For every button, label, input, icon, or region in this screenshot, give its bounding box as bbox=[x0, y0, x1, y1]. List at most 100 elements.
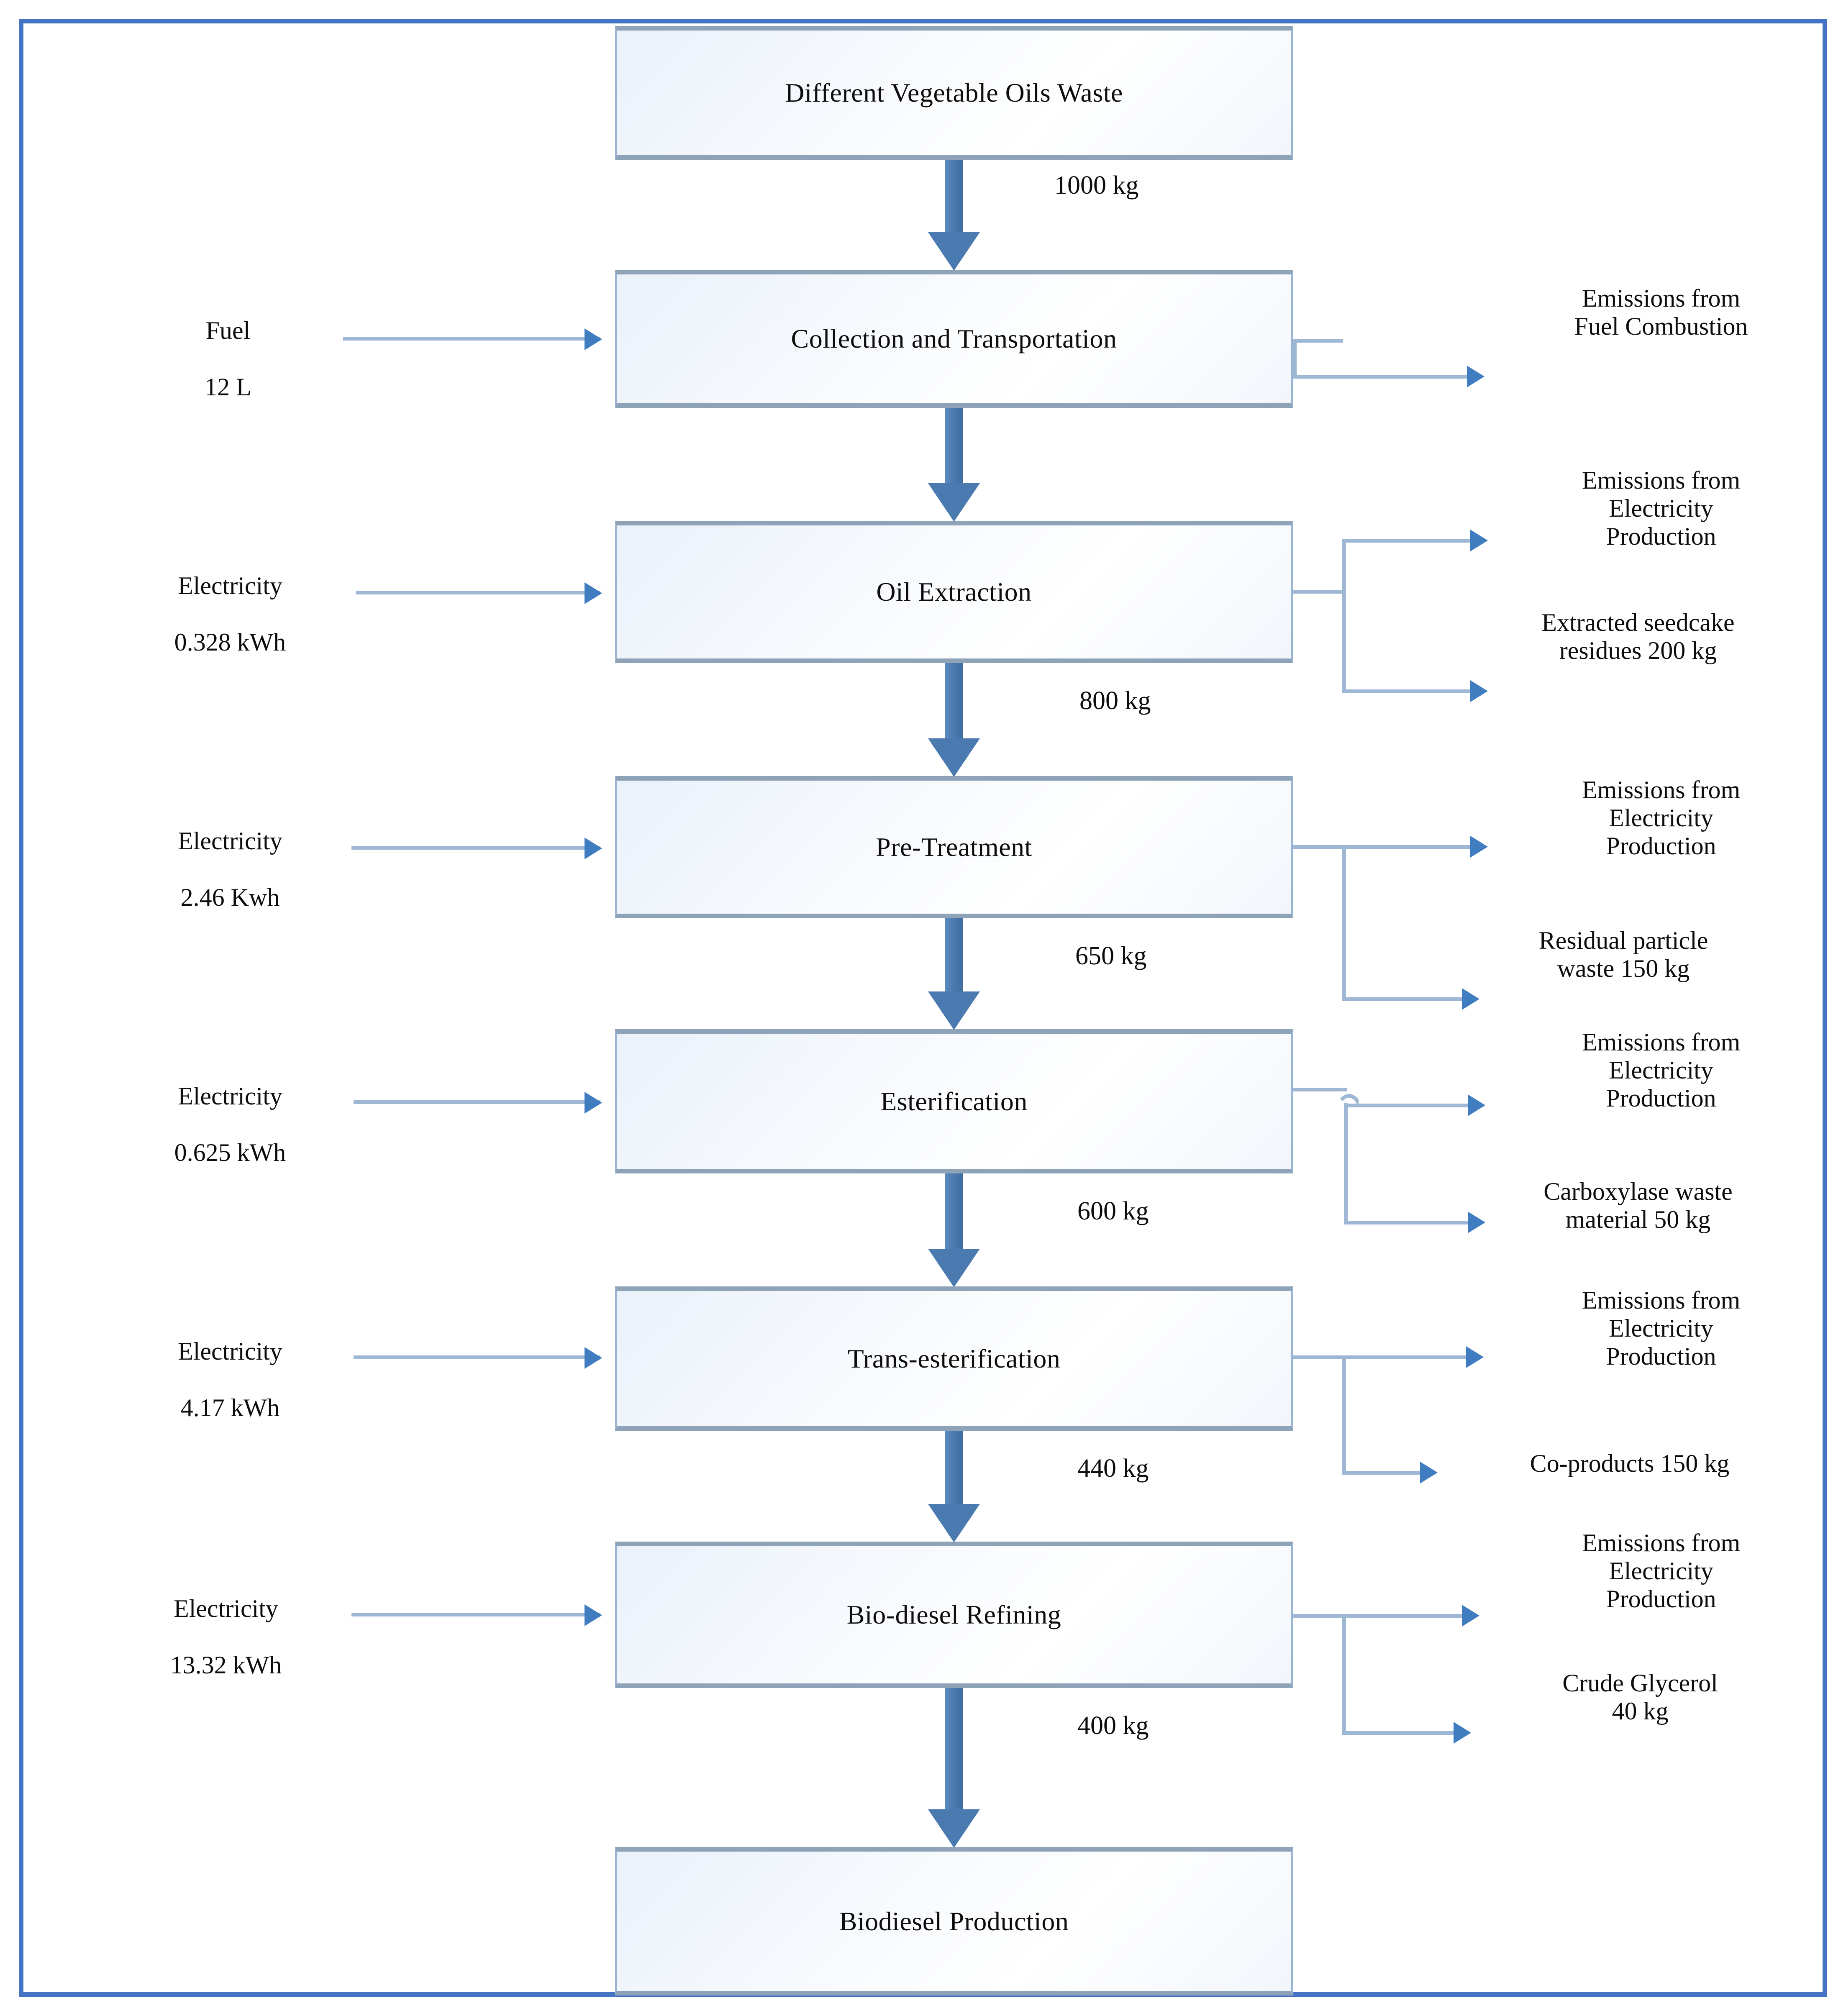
output-connector-collection-run bbox=[1293, 375, 1469, 379]
input-label-electricity-oil-extraction: Electricity 0.328 kWh bbox=[105, 544, 356, 656]
arrow-head bbox=[585, 838, 602, 859]
input-arrow-transesterification bbox=[354, 1347, 602, 1369]
output-connector-transesterification-lower bbox=[1342, 1471, 1422, 1475]
input-arrow-refining bbox=[351, 1604, 602, 1626]
input-label-fuel: Fuel 12 L bbox=[138, 289, 318, 401]
arrow-shaft bbox=[945, 1173, 963, 1250]
flow-arrow-oil-extraction-to-pre-treatment bbox=[920, 663, 987, 777]
output-connector-oil-extraction-lower bbox=[1342, 689, 1472, 693]
process-box-label: Esterification bbox=[880, 1086, 1028, 1116]
process-box-label: Trans-esterification bbox=[847, 1343, 1061, 1373]
input-arrow-oil-extraction bbox=[356, 582, 602, 604]
output-arrow-head-esterification-emission bbox=[1468, 1094, 1485, 1116]
output-connector-refining-stub bbox=[1293, 1614, 1345, 1618]
output-arrow-head-refining-byproduct bbox=[1454, 1722, 1471, 1744]
arrow-head bbox=[928, 483, 980, 522]
process-box-label: Bio-diesel Refining bbox=[846, 1600, 1061, 1629]
input-label-electricity-transesterification: Electricity 4.17 kWh bbox=[105, 1309, 356, 1422]
input-label-line2: 4.17 kWh bbox=[180, 1394, 280, 1422]
input-label-electricity-refining: Electricity 13.32 kWh bbox=[96, 1567, 356, 1679]
output-connector-esterification-lower bbox=[1344, 1221, 1469, 1224]
process-box-collection[interactable]: Collection and Transportation bbox=[615, 270, 1293, 408]
output-label-refining-emission: Emissions from Electricity Production bbox=[1582, 1529, 1741, 1613]
arrow-head bbox=[585, 1347, 602, 1369]
arrow-head bbox=[585, 1092, 602, 1114]
arrow-line bbox=[356, 591, 600, 594]
arrow-line bbox=[351, 1613, 600, 1616]
arrow-head bbox=[928, 738, 980, 777]
output-connector-oil-extraction-upper bbox=[1342, 539, 1472, 543]
input-label-line1: Electricity bbox=[178, 1082, 282, 1110]
output-label-transesterification-emission: Emissions from Electricity Production bbox=[1582, 1286, 1741, 1370]
output-arrow-head-pre-treatment-emission bbox=[1470, 836, 1488, 858]
input-arrow-collection bbox=[343, 328, 602, 350]
output-connector-transesterification-stub bbox=[1293, 1355, 1345, 1359]
output-arrow-head-collection bbox=[1467, 366, 1484, 387]
arrow-head bbox=[928, 1249, 980, 1287]
process-box-pre-treatment[interactable]: Pre-Treatment bbox=[615, 776, 1293, 918]
output-label-transesterification-byproduct: Co-products 150 kg bbox=[1530, 1450, 1730, 1477]
process-box-feedstock[interactable]: Different Vegetable Oils Waste bbox=[615, 26, 1293, 160]
output-label-esterification-emission: Emissions from Electricity Production bbox=[1582, 1028, 1741, 1112]
output-arrow-head-pre-treatment-byproduct bbox=[1462, 988, 1479, 1010]
arrow-line bbox=[343, 337, 600, 341]
output-connector-refining-spine bbox=[1342, 1614, 1346, 1734]
arrow-head bbox=[928, 1504, 980, 1542]
output-label-oil-extraction-emission: Emissions from Electricity Production bbox=[1582, 466, 1741, 551]
process-box-label: Collection and Transportation bbox=[791, 324, 1117, 354]
output-label-pre-treatment-byproduct: Residual particle waste 150 kg bbox=[1538, 927, 1708, 983]
process-box-biodiesel[interactable]: Biodiesel Production bbox=[615, 1847, 1293, 1996]
arrow-head bbox=[585, 328, 602, 350]
input-label-line1: Electricity bbox=[178, 572, 282, 600]
output-connector-pre-treatment-spine bbox=[1342, 845, 1346, 1001]
input-label-electricity-pre-treatment: Electricity 2.46 Kwh bbox=[105, 799, 356, 912]
arrow-head bbox=[585, 1604, 602, 1626]
arrow-shaft bbox=[945, 1431, 963, 1505]
arrow-head bbox=[928, 991, 980, 1030]
output-arrow-head-transesterification-byproduct bbox=[1420, 1462, 1438, 1483]
process-box-label: Oil Extraction bbox=[876, 577, 1032, 607]
process-box-transesterification[interactable]: Trans-esterification bbox=[615, 1286, 1293, 1431]
output-connector-refining-lower bbox=[1342, 1731, 1455, 1735]
connector-jump-arc bbox=[1336, 1094, 1362, 1112]
input-label-electricity-esterification: Electricity 0.625 kWh bbox=[105, 1054, 356, 1167]
process-box-label: Different Vegetable Oils Waste bbox=[785, 78, 1123, 108]
arrow-shaft bbox=[945, 160, 963, 233]
input-label-line2: 2.46 Kwh bbox=[180, 883, 280, 911]
arrow-head bbox=[928, 1809, 980, 1848]
output-label-pre-treatment-emission: Emissions from Electricity Production bbox=[1582, 776, 1741, 860]
output-label-refining-byproduct: Crude Glycerol 40 kg bbox=[1562, 1669, 1718, 1725]
process-box-oil-extraction[interactable]: Oil Extraction bbox=[615, 521, 1293, 663]
output-connector-esterification-upper bbox=[1344, 1104, 1469, 1107]
input-label-line1: Electricity bbox=[174, 1595, 278, 1623]
output-connector-transesterification-upper bbox=[1342, 1355, 1468, 1359]
output-connector-collection-drop bbox=[1293, 339, 1297, 379]
output-connector-pre-treatment-lower bbox=[1342, 997, 1464, 1001]
arrow-shaft bbox=[945, 1688, 963, 1810]
output-connector-pre-treatment-upper bbox=[1342, 845, 1472, 849]
output-connector-transesterification-spine bbox=[1342, 1355, 1346, 1475]
output-connector-esterification-spine bbox=[1344, 1103, 1348, 1224]
output-connector-oil-extraction-stub bbox=[1293, 590, 1345, 594]
process-box-refining[interactable]: Bio-diesel Refining bbox=[615, 1542, 1293, 1688]
arrow-shaft bbox=[945, 918, 963, 992]
arrow-head bbox=[928, 232, 980, 271]
arrow-head bbox=[585, 582, 602, 604]
mass-flow-label-650kg: 650 kg bbox=[1075, 942, 1147, 970]
process-box-esterification[interactable]: Esterification bbox=[615, 1029, 1293, 1173]
output-label-collection-emission: Emissions from Fuel Combustion bbox=[1574, 284, 1748, 341]
output-connector-pre-treatment-stub bbox=[1293, 845, 1345, 849]
output-arrow-head-oil-extraction-byproduct bbox=[1470, 680, 1488, 702]
arrow-line bbox=[354, 1100, 600, 1104]
input-label-line1: Electricity bbox=[178, 1337, 282, 1365]
mass-flow-label-600kg: 600 kg bbox=[1077, 1197, 1149, 1225]
flow-arrow-pre-treatment-to-esterification bbox=[920, 918, 987, 1030]
output-arrow-head-transesterification-emission bbox=[1466, 1346, 1484, 1368]
output-arrow-head-oil-extraction-emission bbox=[1470, 530, 1488, 551]
process-box-label: Pre-Treatment bbox=[876, 832, 1032, 862]
arrow-line bbox=[351, 846, 600, 850]
process-box-label: Biodiesel Production bbox=[839, 1906, 1069, 1936]
input-label-line2: 13.32 kWh bbox=[170, 1651, 282, 1679]
mass-flow-label-440kg: 440 kg bbox=[1077, 1454, 1149, 1483]
